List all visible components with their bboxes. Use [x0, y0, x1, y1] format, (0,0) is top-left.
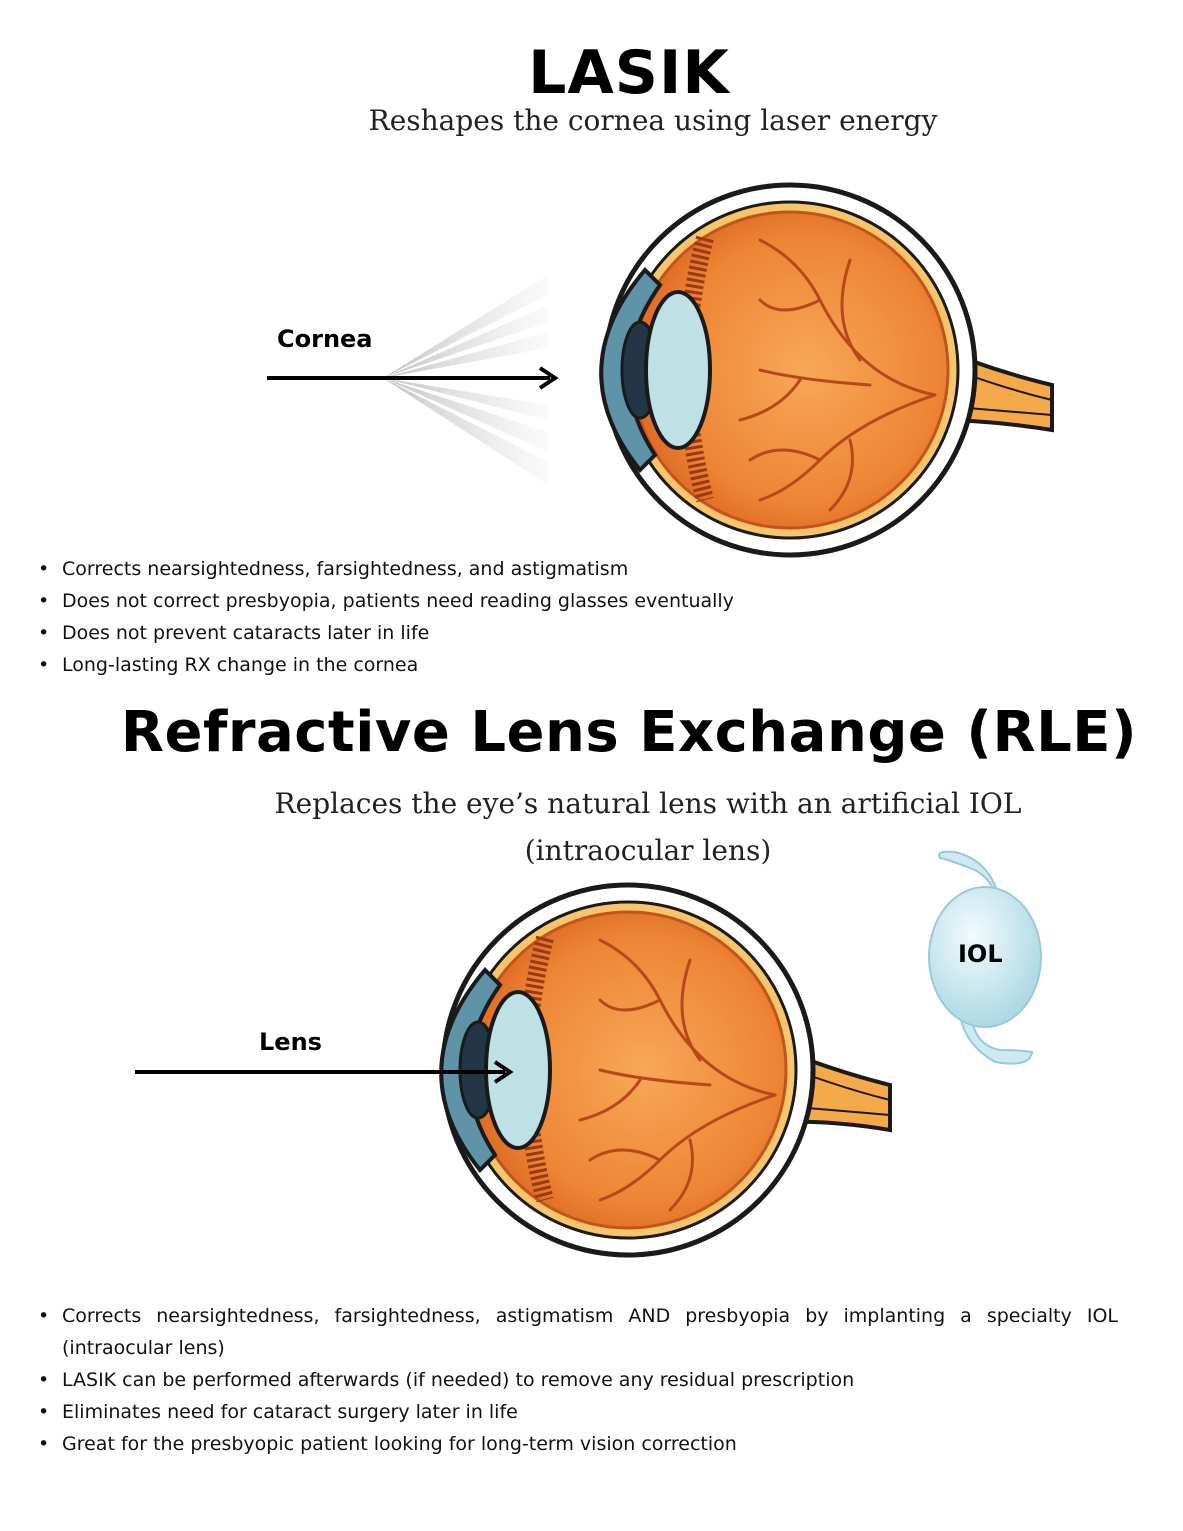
list-item: LASIK can be performed afterwards (if ne…: [28, 1364, 1118, 1396]
rle-eye-diagram: [0, 840, 1183, 1270]
rle-subtitle-line2: (intraocular lens): [524, 834, 772, 867]
list-item: Great for the presbyopic patient looking…: [28, 1428, 1118, 1460]
list-item: Does not prevent cataracts later in life: [28, 617, 1128, 649]
rle-subtitle-line1: Replaces the eye’s natural lens with an …: [274, 787, 1022, 820]
list-item: Corrects nearsightedness, farsightedness…: [28, 1300, 1118, 1364]
lasik-title: LASIK: [528, 38, 730, 108]
rle-subtitle: Replaces the eye’s natural lens with an …: [0, 780, 1183, 874]
list-item: Corrects nearsightedness, farsightedness…: [28, 553, 1128, 585]
list-item: Long-lasting RX change in the cornea: [28, 649, 1128, 681]
iol-label: IOL: [958, 940, 1003, 968]
rle-bullet-list: Corrects nearsightedness, farsightedness…: [28, 1300, 1118, 1460]
rle-title: Refractive Lens Exchange (RLE): [120, 700, 1138, 765]
list-item: Does not correct presbyopia, patients ne…: [28, 585, 1128, 617]
list-item: Eliminates need for cataract surgery lat…: [28, 1396, 1118, 1428]
lens-pointer-label: Lens: [259, 1028, 322, 1056]
lasik-bullet-list: Corrects nearsightedness, farsightedness…: [28, 553, 1128, 681]
cornea-pointer-label: Cornea: [277, 325, 373, 353]
retinal-vessels: [738, 238, 937, 512]
retinal-vessels: [578, 938, 777, 1212]
lasik-subtitle: Reshapes the cornea using laser energy: [368, 104, 938, 137]
laser-beam-fan: [383, 275, 548, 485]
